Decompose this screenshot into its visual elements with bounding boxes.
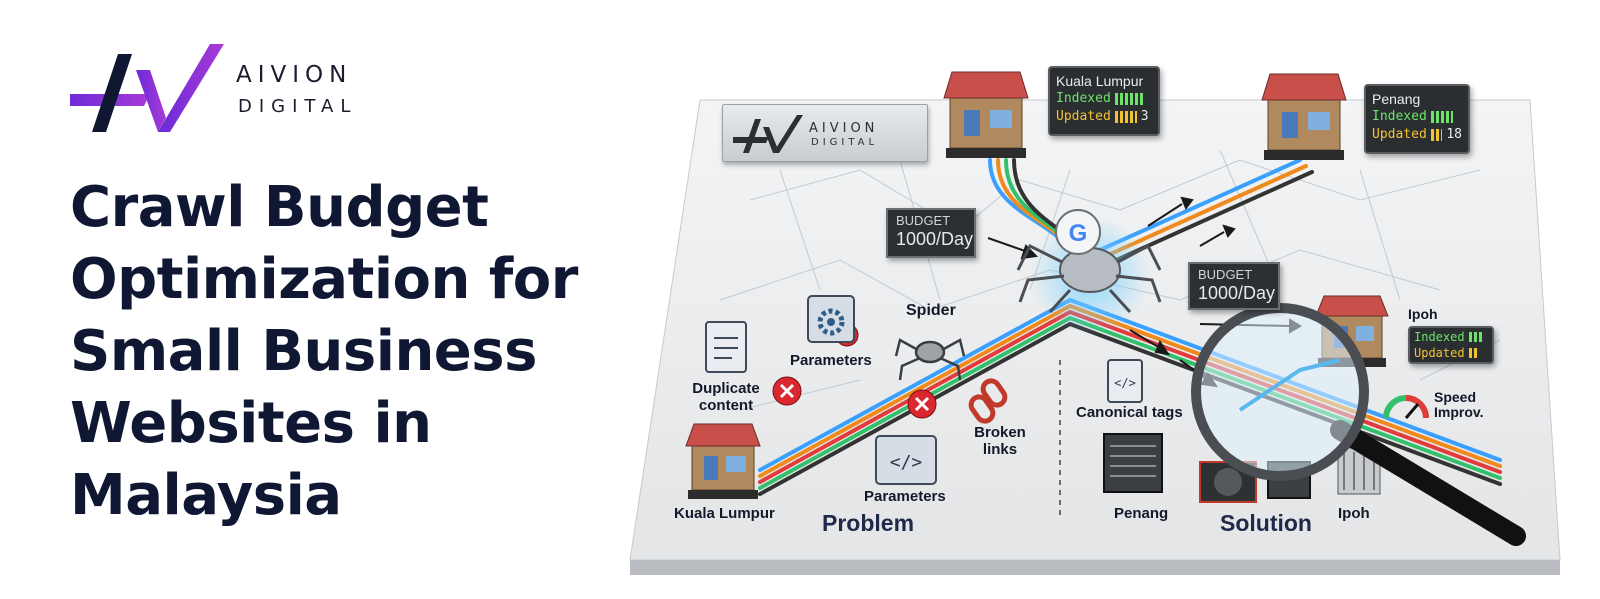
illustration-board: G </ (629, 71, 1561, 575)
updated-bar-icon (1430, 129, 1443, 141)
sign-subtitle: DIGITAL (811, 137, 879, 148)
aivion-sign-logo-icon (733, 115, 803, 153)
indexed-bar-icon (1430, 111, 1453, 123)
document-icon (705, 321, 747, 373)
broken-links-label: Broken links (974, 424, 1026, 458)
kl-updated-row: Updated 3 (1056, 108, 1152, 126)
svg-text:G: G (1069, 220, 1088, 247)
kl-indexed-label: Indexed (1056, 91, 1111, 106)
canonical-tags-label: Canonical tags (1076, 404, 1183, 421)
storefront-icon (1261, 73, 1347, 160)
brand-name: AIVION (236, 62, 353, 88)
indexed-bar-icon (1114, 93, 1143, 105)
kuala-lumpur-label: Kuala Lumpur (674, 505, 775, 522)
penang-status-panel: Penang Indexed Updated 18 (1364, 84, 1470, 154)
sign-brand: AIVION (809, 121, 879, 136)
penang-indexed-row: Indexed (1372, 108, 1462, 126)
broken-link-icon (968, 378, 1008, 424)
aivion-logo (70, 44, 224, 132)
indexed-bar-icon (1468, 332, 1483, 342)
svg-text:</>: </> (890, 452, 923, 473)
gear-icon (807, 295, 855, 343)
page-title: Crawl Budget Optimization for Small Busi… (70, 175, 578, 528)
ipoh-label: Ipoh (1338, 505, 1370, 522)
penang-label: Penang (1114, 505, 1169, 522)
kl-panel-city: Kuala Lumpur (1056, 73, 1144, 89)
budget-left-label: BUDGET (896, 213, 951, 228)
google-spider-icon: G (1016, 209, 1162, 314)
ipoh-indexed-row: Indexed (1414, 329, 1488, 345)
kl-status-panel: Kuala Lumpur Indexed Updated 3 (1048, 66, 1160, 136)
kl-indexed-row: Indexed (1056, 90, 1152, 108)
ipoh-updated-row: Updated (1414, 345, 1488, 361)
penang-panel-city: Penang (1372, 91, 1421, 107)
parameters-bottom-label: Parameters (864, 488, 946, 505)
ipoh-indexed-label: Indexed (1414, 330, 1465, 344)
code-icon: </> (875, 435, 937, 485)
storefront-icon (943, 71, 1029, 158)
speed-gauge-icon (1383, 395, 1429, 419)
ipoh-status-panel: Indexed Updated (1408, 326, 1494, 364)
ipoh-panel-city: Ipoh (1408, 306, 1438, 322)
parameters-top-label: Parameters (790, 352, 872, 369)
updated-bar-icon (1114, 111, 1137, 123)
spider-icon (894, 338, 966, 381)
penang-updated-row: Updated 18 (1372, 126, 1462, 144)
storefront-icon (685, 423, 761, 499)
budget-right-value: 1000/Day (1198, 283, 1276, 303)
budget-left-value: 1000/Day (896, 229, 974, 249)
canonical-tag-icon: </> (1107, 359, 1143, 403)
speed-improv-label: Speed Improv. (1434, 389, 1484, 420)
budget-box-right: BUDGET 1000/Day (1188, 262, 1280, 310)
spider-label: Spider (906, 302, 956, 319)
magnifier-icon (1191, 303, 1526, 546)
duplicate-content-label: Duplicate content (692, 380, 760, 414)
illustration: G </ (600, 0, 1600, 599)
kl-updated-label: Updated (1056, 109, 1111, 124)
ipoh-updated-label: Updated (1414, 346, 1465, 360)
svg-text:</>: </> (1114, 376, 1136, 390)
kl-updated-count: 3 (1140, 109, 1149, 124)
budget-box-left: BUDGET 1000/Day (886, 208, 976, 258)
penang-updated-count: 18 (1446, 127, 1462, 142)
hero-text-area: AIVION DIGITAL Crawl Budget Optimization… (0, 0, 680, 599)
aivion-sign: AIVION DIGITAL (722, 104, 928, 162)
solution-label: Solution (1220, 510, 1312, 536)
penang-updated-label: Updated (1372, 127, 1427, 142)
brand-subtitle: DIGITAL (238, 96, 358, 117)
updated-bar-icon (1468, 348, 1477, 358)
budget-right-label: BUDGET (1198, 267, 1253, 282)
penang-indexed-label: Indexed (1372, 109, 1427, 124)
problem-label: Problem (822, 510, 915, 536)
